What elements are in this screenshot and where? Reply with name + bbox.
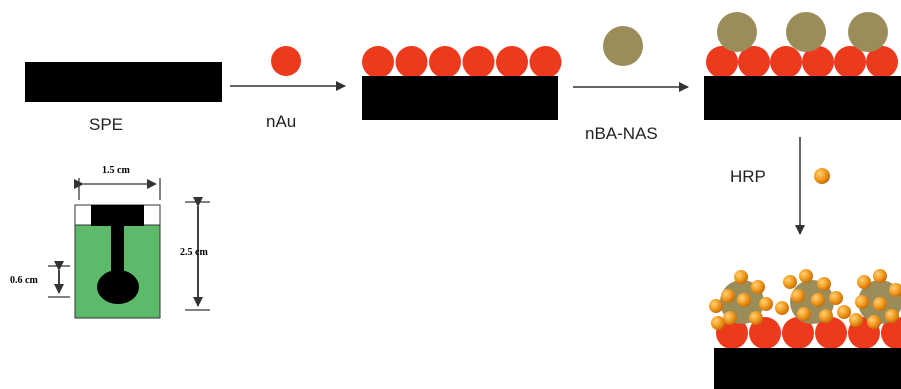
hrp-particle: [855, 295, 869, 309]
electrode-schematic: [48, 178, 210, 319]
label-spe: SPE: [89, 115, 124, 134]
hrp-particle: [711, 316, 725, 330]
nau-particle-icon: [271, 46, 301, 76]
gold-nanoparticle: [362, 46, 394, 78]
label-nba-nas: nBA-NAS: [585, 124, 658, 143]
nba-nas-particle: [717, 12, 757, 52]
nba-nas-particle: [786, 12, 826, 52]
hrp-particle: [849, 313, 863, 327]
gold-nanoparticle: [782, 317, 814, 349]
step2-gold-nanoparticle-layer: [362, 46, 562, 78]
hrp-particle: [775, 301, 789, 315]
gold-nanoparticle: [866, 46, 898, 78]
label-nau: nAu: [266, 112, 297, 131]
nba-nas-particle-icon: [603, 26, 643, 66]
nba-nas-particle: [848, 12, 888, 52]
step3-particle-layer: [706, 12, 898, 78]
hrp-particle: [867, 315, 881, 329]
label-dim-height: 2.5 cm: [180, 247, 208, 258]
gold-nanoparticle: [834, 46, 866, 78]
spe-hrp-electrode-bar: [714, 348, 901, 389]
hrp-particle: [799, 269, 813, 283]
gold-nanoparticle: [429, 46, 461, 78]
hrp-particle: [829, 291, 843, 305]
label-dim-width: 1.5 cm: [102, 165, 130, 176]
hrp-particle: [885, 309, 899, 323]
schematic-working-electrode: [97, 270, 139, 304]
hrp-particle: [734, 270, 748, 284]
gold-nanoparticle: [749, 317, 781, 349]
step4-particle-layer: [709, 269, 901, 349]
hrp-particle: [837, 305, 851, 319]
spe-nba-nas-electrode-bar: [704, 76, 901, 120]
hrp-particle: [737, 293, 751, 307]
label-dim-neck: 0.6 cm: [10, 275, 38, 286]
hrp-particle: [783, 275, 797, 289]
spe-electrode-bar: [25, 62, 222, 102]
spe-nau-electrode-bar: [362, 76, 558, 120]
hrp-particle: [797, 307, 811, 321]
hrp-particle: [723, 311, 737, 325]
gold-nanoparticle: [815, 317, 847, 349]
gold-nanoparticle: [738, 46, 770, 78]
hrp-particle: [889, 283, 901, 297]
gold-nanoparticle: [802, 46, 834, 78]
label-hrp: HRP: [730, 167, 766, 186]
hrp-particle: [709, 299, 723, 313]
hrp-particle: [819, 309, 833, 323]
hrp-particle: [873, 269, 887, 283]
gold-nanoparticle: [706, 46, 738, 78]
gold-nanoparticle: [462, 46, 495, 78]
gold-nanoparticle: [529, 46, 562, 78]
hrp-particle: [759, 297, 773, 311]
gold-nanoparticle: [770, 46, 802, 78]
schematic-pad-black: [91, 205, 144, 226]
hrp-particle: [817, 277, 831, 291]
hrp-particle: [873, 297, 887, 311]
hrp-particle: [811, 293, 825, 307]
hrp-particle: [857, 275, 871, 289]
hrp-particle: [751, 280, 765, 294]
gold-nanoparticle: [496, 46, 528, 78]
hrp-particle: [749, 311, 763, 325]
gold-nanoparticle: [395, 46, 428, 78]
hrp-particle: [791, 289, 805, 303]
gold-nanoparticle: [881, 317, 901, 349]
hrp-particle: [721, 289, 735, 303]
schematic-stem: [111, 224, 124, 272]
hrp-particle-icon: [814, 168, 830, 184]
